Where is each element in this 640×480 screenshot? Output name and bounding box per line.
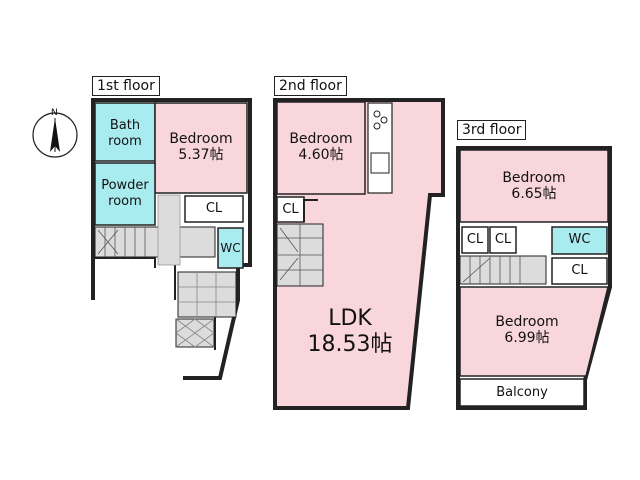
floor-title-3rd: 3rd floor [457,120,527,140]
f3-closet-3-label: CL [571,263,588,278]
third-floor-plan [456,146,612,410]
f1-closet-label: CL [205,201,223,216]
floor-title-2nd: 2nd floor [274,76,347,96]
f1-wc-label: WC [220,241,241,255]
f3-closet-2 [489,226,517,254]
f1-powder-room [94,162,156,226]
second-floor-plan [273,98,445,410]
f2-closet [276,196,305,223]
f3-balcony-label: Balcony [496,385,548,400]
f3-balcony [459,378,585,407]
f3-bedroom-2 [459,286,609,377]
compass-north-label: N [51,108,58,118]
f3-wc-label: WC [568,232,591,247]
f3-closet-2-label: CL [494,232,512,247]
f3-closet-1 [461,226,489,254]
f2-closet-label: CL [282,202,299,217]
first-floor-plan [91,98,252,380]
f3-bedroom-1 [459,149,609,223]
f3-closet-1-label: CL [466,232,484,247]
f1-wc [217,227,244,269]
f1-bedroom [154,102,248,194]
f3-wc [551,226,608,255]
f3-closet-3 [551,257,608,285]
compass-icon [32,112,78,158]
f1-closet [184,195,244,223]
floor-title-1st: 1st floor [92,76,160,96]
f2-bedroom [276,101,366,195]
